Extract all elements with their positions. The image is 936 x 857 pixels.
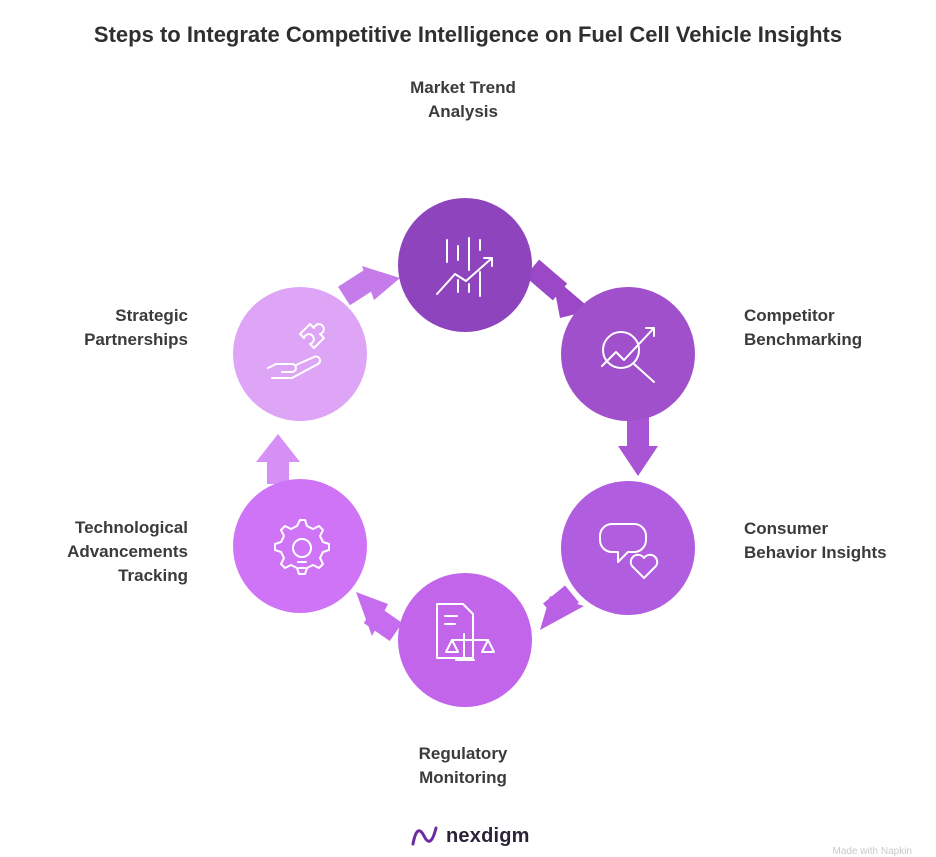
step-4-label-line-2: Monitoring [419, 768, 507, 787]
step-5-label-line-1: Technological [74, 518, 188, 537]
step-3-label-line-2: Behavior Insights [744, 543, 887, 562]
step-1-label-line-2: Analysis [428, 102, 498, 121]
step-2-label-line-1: Competitor [744, 306, 835, 325]
step-3-label-line-1: Consumer [744, 519, 829, 538]
step-3-circle [561, 481, 695, 615]
hand-puzzle-icon [267, 323, 325, 379]
arrow-6-to-1 [338, 266, 400, 306]
arrow-5-to-6 [256, 434, 300, 484]
brand-name: nexdigm [446, 824, 530, 847]
gear-bulb-icon [274, 519, 330, 575]
step-2-label-line-2: Benchmarking [744, 330, 863, 349]
step-5-label-line-3: Tracking [118, 566, 188, 585]
diagram-title: Steps to Integrate Competitive Intellige… [93, 22, 843, 47]
arrow-3-to-4 [540, 585, 584, 630]
step-3-label: Consumer Behavior Insights [744, 517, 934, 565]
step-5-label-line-2: Advancements [67, 542, 188, 561]
step-2-label: Competitor Benchmarking [744, 304, 924, 352]
step-5-label: Technological Advancements Tracking [0, 516, 188, 588]
step-6-circle [233, 287, 367, 421]
step-1-label: Market Trend Analysis [363, 76, 563, 124]
step-6-label-line-2: Partnerships [84, 330, 188, 349]
step-1-label-line-1: Market Trend [410, 78, 516, 97]
step-6-label-line-1: Strategic [115, 306, 188, 325]
arrow-4-to-5 [356, 592, 403, 642]
nexdigm-wave-icon [411, 826, 438, 846]
analysis-magnifier-icon [601, 327, 655, 383]
chart-trend-icon [436, 237, 493, 297]
step-1-circle [398, 198, 532, 332]
step-4-label-line-1: Regulatory [418, 744, 508, 763]
made-with-credit: Made with Napkin [832, 846, 912, 857]
step-2-circle [561, 287, 695, 421]
step-6-label: Strategic Partnerships [0, 304, 188, 352]
step-5-circle [233, 479, 367, 613]
step-4-label: Regulatory Monitoring [363, 742, 563, 790]
document-scales-icon [436, 603, 495, 661]
brand-logo: nexdigm [410, 822, 530, 850]
chat-heart-icon [599, 523, 659, 579]
